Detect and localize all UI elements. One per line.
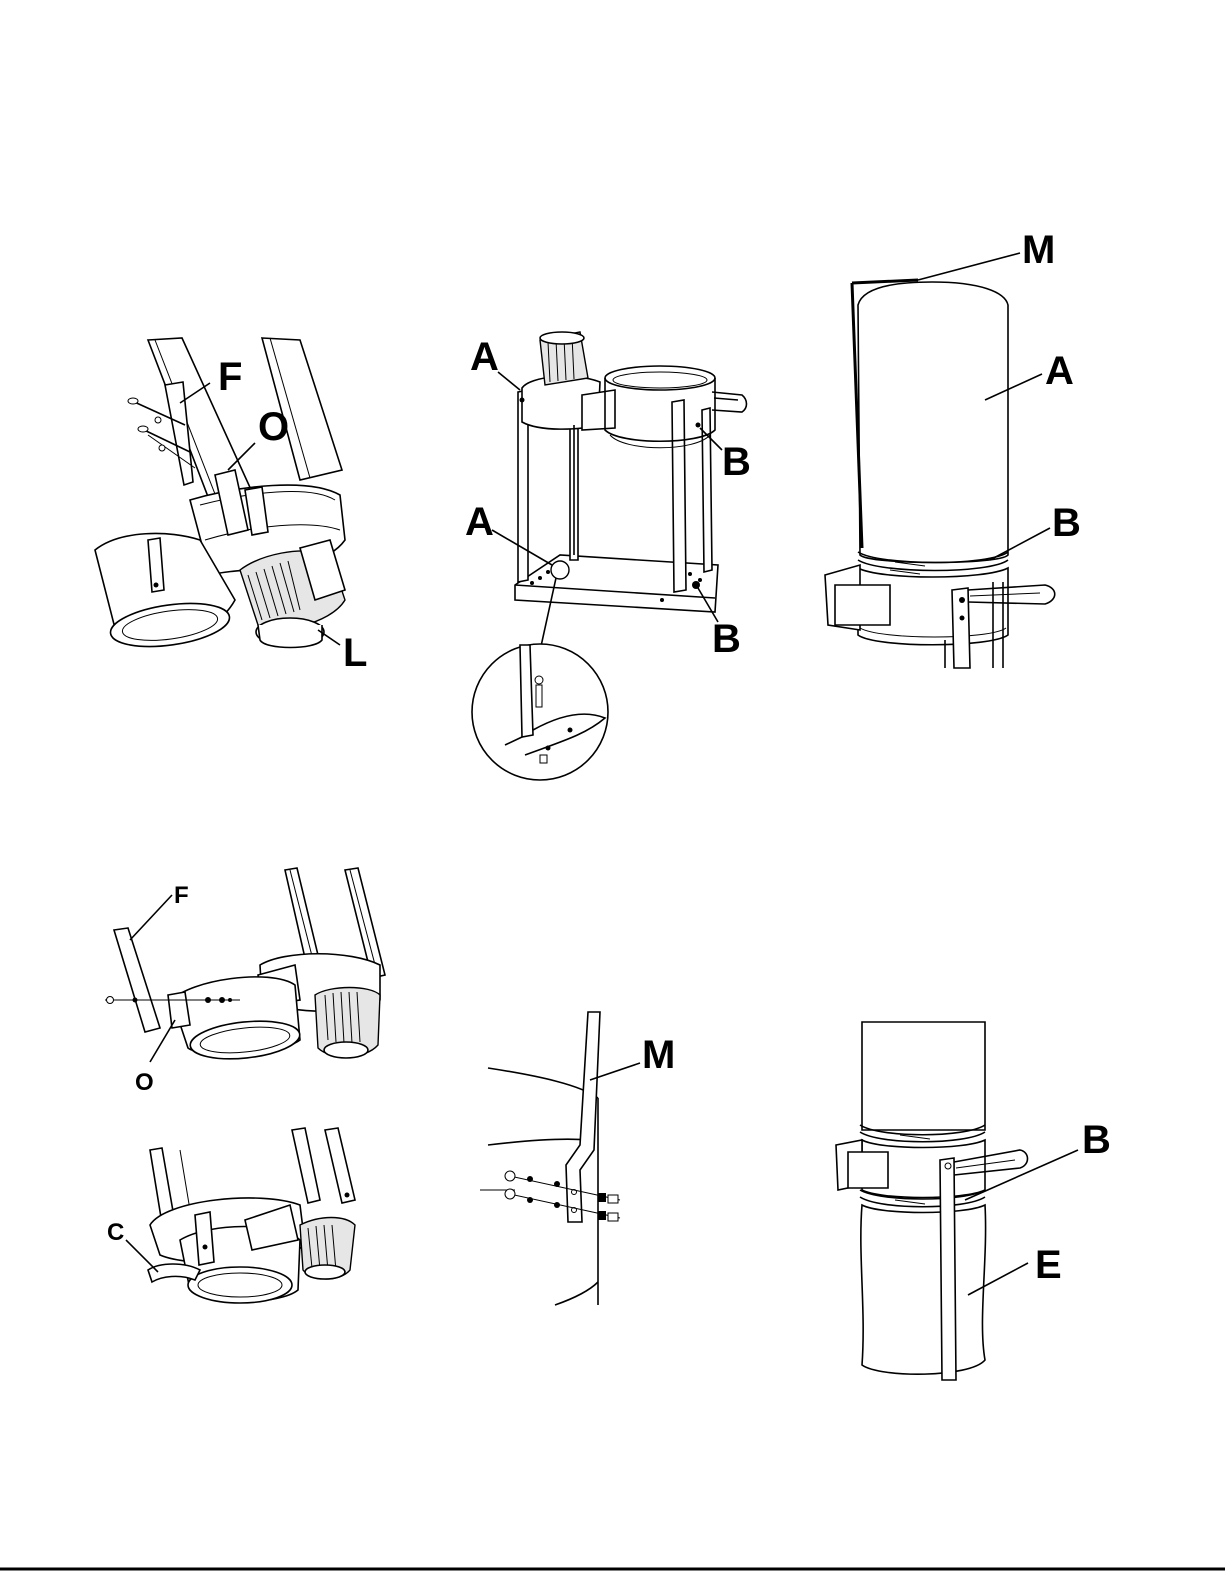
fig3-label-M: M (1022, 228, 1055, 272)
figure-stand-assembly: A A B B (465, 332, 751, 780)
fig1-label-F: F (218, 355, 242, 399)
fig7-label-B: B (1082, 1118, 1111, 1162)
figure-collection-bag: B E (836, 1022, 1111, 1380)
fig2-label-B-top: B (722, 440, 751, 484)
figure-strap-on-rim: M (480, 1012, 675, 1305)
fig2-label-A-top: A (470, 335, 499, 379)
figure-filter-bag-installed: M A B (825, 228, 1081, 668)
fig4-label-O: O (135, 1069, 154, 1096)
fig4-label-F: F (174, 882, 189, 909)
fig3-label-B: B (1052, 501, 1081, 545)
fig2-label-A-bottom: A (465, 500, 494, 544)
figure-motor-housing-assembly: F O L (95, 338, 367, 675)
fig2-label-B-bottom: B (712, 617, 741, 661)
fig6-label-M: M (642, 1033, 675, 1077)
fig1-label-L: L (343, 631, 367, 675)
fig5-label-C: C (107, 1219, 124, 1246)
fig7-label-E: E (1035, 1243, 1062, 1287)
figure-bracket-attach: F O (105, 868, 385, 1096)
figure-bracket-c: C (107, 1128, 355, 1303)
fig3-label-A: A (1045, 349, 1074, 393)
fig1-label-O: O (258, 405, 289, 449)
